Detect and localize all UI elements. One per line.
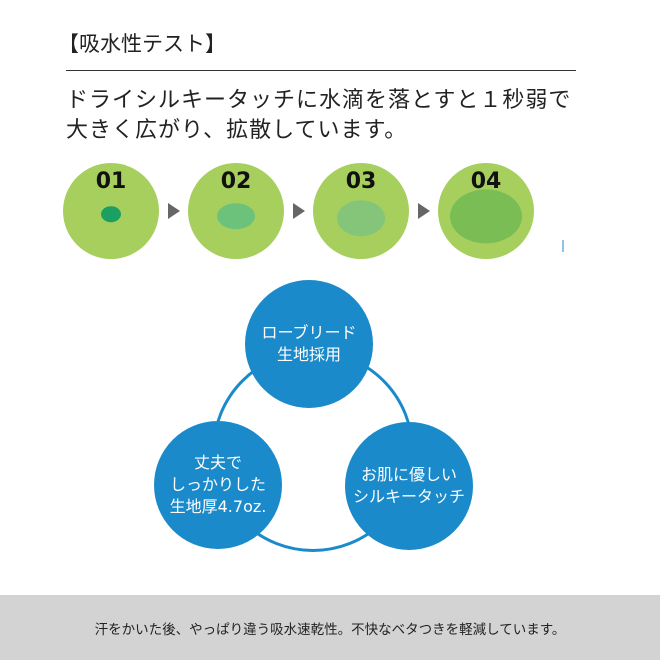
step-number: 03 — [345, 169, 377, 194]
test-step-2: 02 — [188, 163, 284, 259]
decorative-mark — [562, 240, 564, 252]
test-step-4: 04 — [438, 163, 534, 259]
water-drop — [450, 189, 522, 244]
test-step-3: 03 — [313, 163, 409, 259]
section-title: 【吸水性テスト】 — [58, 32, 226, 56]
footer-text: 汗をかいた後、やっぱり違う吸水速乾性。不快なベタつきを軽減しています。 — [94, 621, 566, 638]
feature-line: 丈夫で — [193, 453, 242, 472]
feature-line: しっかりした — [169, 475, 266, 494]
test-step-1: 01 — [63, 163, 159, 259]
water-drop — [337, 200, 385, 237]
feature-line: 生地採用 — [276, 345, 341, 364]
feature-silky-touch: お肌に優しい シルキータッチ — [345, 422, 473, 550]
feature-durable: 丈夫で しっかりした 生地厚4.7oz. — [154, 421, 282, 549]
feature-line: お肌に優しい — [360, 465, 457, 484]
step-number: 02 — [220, 169, 252, 194]
arrow-right-icon — [293, 203, 305, 219]
feature-low-bleed: ローブリード 生地採用 — [245, 280, 373, 408]
step-number: 01 — [95, 169, 127, 194]
divider — [66, 70, 576, 71]
feature-line: ローブリード — [261, 323, 357, 342]
water-drop — [101, 206, 121, 223]
arrow-right-icon — [418, 203, 430, 219]
water-drop — [217, 203, 255, 230]
footer-band: 汗をかいた後、やっぱり違う吸水速乾性。不快なベタつきを軽減しています。 — [0, 595, 660, 660]
lead-line-1: ドライシルキータッチに水滴を落とすと１秒弱で — [66, 88, 572, 113]
lead-text: ドライシルキータッチに水滴を落とすと１秒弱で 大きく広がり、拡散しています。 — [66, 86, 571, 146]
arrow-right-icon — [168, 203, 180, 219]
feature-line: シルキータッチ — [352, 487, 465, 506]
feature-line: 生地厚4.7oz. — [169, 497, 267, 516]
lead-line-2: 大きく広がり、拡散しています。 — [66, 118, 408, 143]
